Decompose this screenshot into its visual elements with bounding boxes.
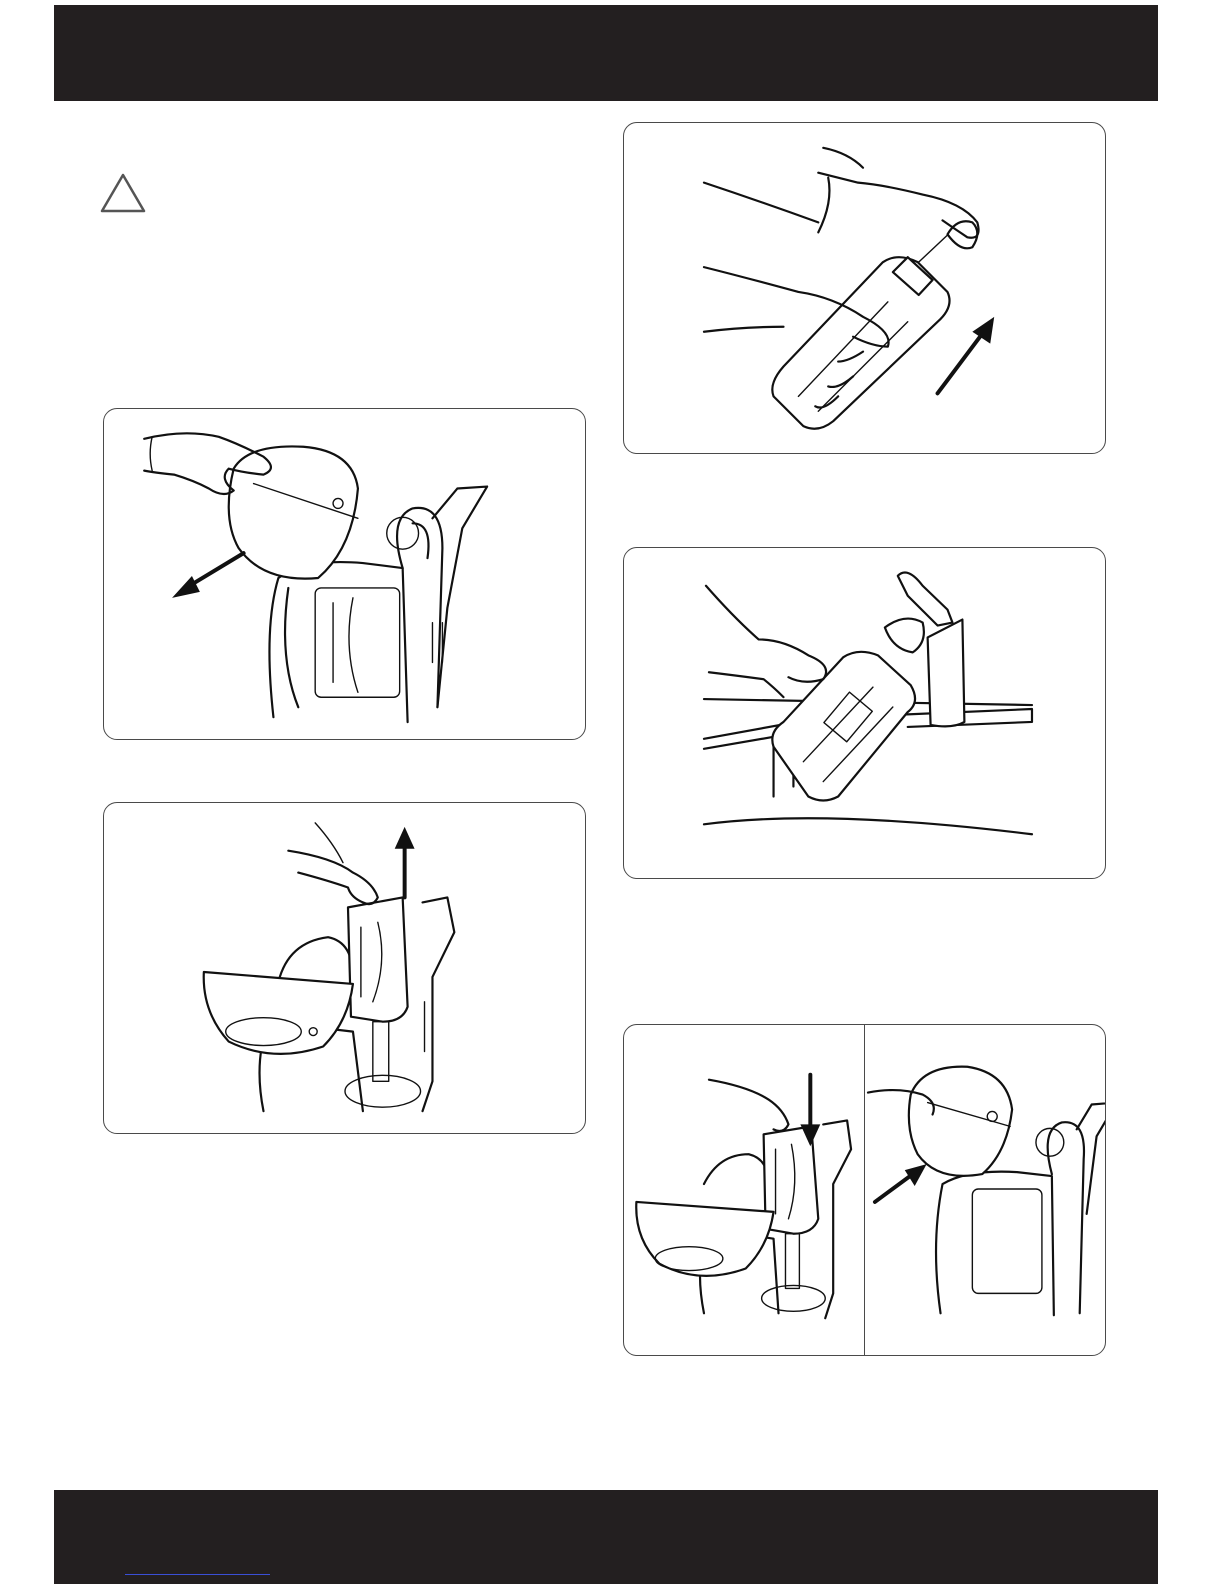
figure-remove-bottle-cap [623,122,1106,454]
header-bar [54,5,1158,101]
footer-link-underline[interactable] [125,1574,270,1575]
figure-refit-tank-and-lid [623,1024,1106,1356]
figure-remove-tank-lid [103,408,586,740]
footer-bar [54,1490,1158,1584]
warning-triangle-icon [99,172,147,214]
figure-fill-at-tap [623,547,1106,879]
figure-lift-tank-out [103,802,586,1134]
